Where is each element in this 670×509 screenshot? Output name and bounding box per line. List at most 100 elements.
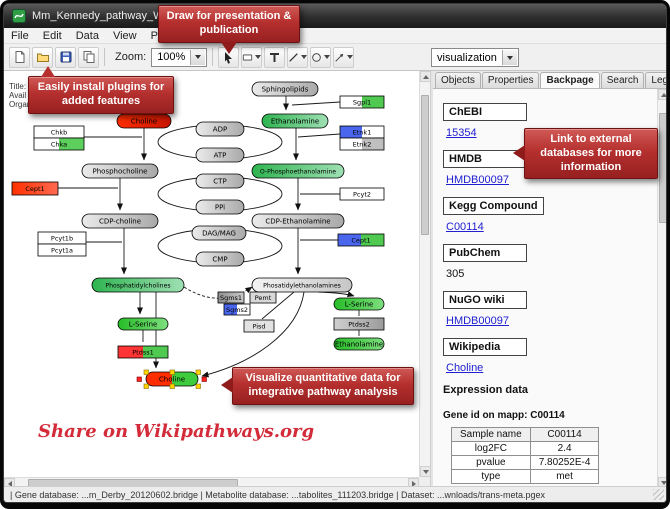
pathway-node-pcyt1a[interactable]: Pcyt1a — [37, 243, 87, 257]
pathway-drawing[interactable]: SphingolipidsSgpl1CholineChkbChkaADPEtha… — [4, 76, 420, 406]
pathway-node-ethanolamine[interactable]: Ethanolamine — [261, 113, 329, 129]
section-header-kegg: Kegg Compound — [443, 197, 544, 215]
visualization-combobox[interactable]: visualization — [431, 48, 519, 67]
svg-text:Etnk2: Etnk2 — [353, 140, 372, 148]
section-header-chebi: ChEBI — [443, 103, 527, 121]
menubar: File Edit Data View Plugins Help — [4, 28, 666, 44]
pathway-node-etnk1[interactable]: Etnk1 — [339, 125, 385, 139]
svg-text:Choline: Choline — [131, 117, 157, 125]
pathway-edge[interactable] — [297, 133, 341, 138]
sidebar-vertical-scrollbar[interactable] — [657, 89, 666, 488]
table-cell: 7.80252E-4 — [529, 455, 600, 470]
chebi-id-link[interactable]: 15354 — [446, 127, 477, 139]
datanode-tool-button[interactable] — [241, 46, 263, 68]
pathway-node-cept1[interactable]: Cept1 — [11, 181, 59, 196]
save-button[interactable] — [55, 46, 76, 68]
copy-icon — [83, 51, 94, 63]
svg-text:CDP-Ethanolamine: CDP-Ethanolamine — [265, 217, 330, 225]
pathway-node-atp[interactable]: ATP — [195, 147, 245, 163]
pathway-node-ptdss2[interactable]: Ptdss2 — [333, 317, 385, 331]
pubchem-id-value: 305 — [446, 268, 465, 280]
pathway-node-chka[interactable]: Chka — [33, 137, 85, 151]
tab-objects[interactable]: Objects — [435, 72, 481, 88]
svg-text:L-Serine: L-Serine — [345, 300, 374, 308]
scroll-up-icon[interactable] — [658, 89, 666, 100]
pathway-edge[interactable] — [261, 291, 295, 320]
svg-text:CTP: CTP — [213, 177, 226, 185]
pathway-node-adp[interactable]: ADP — [195, 121, 245, 137]
zoom-label: Zoom: — [115, 51, 147, 63]
pathway-node-l-serine[interactable]: L-Serine — [117, 317, 169, 331]
resize-grip[interactable] — [653, 489, 664, 500]
menu-view[interactable]: View — [112, 29, 137, 42]
pathway-node-phosatidylethanolamines[interactable]: Phosatidylethanolamines — [251, 277, 353, 293]
pathway-edge[interactable] — [201, 291, 305, 378]
pathway-node-ctp[interactable]: CTP — [195, 173, 245, 189]
pathway-infobox: Title: Avail Organ — [9, 82, 31, 109]
pathway-node-cept1[interactable]: Cept1 — [337, 233, 385, 247]
backpage-section-hmdb: HMDB HMDB00097 — [443, 149, 649, 187]
tab-search[interactable]: Search — [600, 72, 645, 88]
pathway-edge[interactable] — [317, 291, 355, 298]
titlebar[interactable]: Mm_Kennedy_pathway_WP1771_45176.gpml — [4, 4, 666, 28]
pathway-node-dag-mag[interactable]: DAG/MAG — [191, 225, 247, 241]
line-tool-button[interactable] — [287, 46, 309, 68]
pathway-node-pemt[interactable]: Pemt — [249, 291, 277, 304]
pathway-node-pcyt1b[interactable]: Pcyt1b — [37, 231, 87, 245]
pathway-node-l-serine[interactable]: L-Serine — [333, 297, 385, 311]
nugo-id-link[interactable]: HMDB00097 — [446, 315, 509, 327]
tab-legend[interactable]: Legend — [645, 72, 666, 88]
pathway-node-chkb[interactable]: Chkb — [33, 125, 85, 139]
label-tool-button[interactable] — [264, 46, 286, 68]
pathway-node-o-phosphoethanolamine[interactable]: O-Phosphoethanolamine — [251, 163, 345, 179]
backpage-section-wikipedia: Wikipedia Choline — [443, 337, 649, 375]
pathway-node-choline[interactable]: Choline — [116, 113, 172, 129]
backpage-section-pubchem: PubChem 305 — [443, 243, 649, 281]
scrollbar-thumb[interactable] — [421, 95, 429, 235]
pathway-node-phosphatidylcholines[interactable]: Phosphatidylcholines — [91, 277, 185, 293]
pathway-node-pisd[interactable]: Pisd — [243, 319, 275, 333]
wikipedia-link[interactable]: Choline — [446, 362, 484, 374]
pathway-node-sphingolipids[interactable]: Sphingolipids — [251, 81, 319, 97]
canvas-vertical-scrollbar[interactable] — [419, 71, 431, 477]
chevron-down-icon[interactable] — [502, 50, 517, 65]
tab-properties[interactable]: Properties — [481, 72, 540, 88]
pathway-node-ptdss1[interactable]: Ptdss1 — [117, 345, 169, 359]
pathway-node-sgpl1[interactable]: Sgpl1 — [339, 95, 385, 109]
pathway-node-phosphocholine[interactable]: Phosphocholine — [81, 163, 159, 179]
pathway-node-pcyt2[interactable]: Pcyt2 — [339, 187, 385, 201]
menu-data[interactable]: Data — [75, 29, 99, 42]
svg-text:Ethanolamine: Ethanolamine — [335, 340, 383, 348]
copy-button[interactable] — [78, 46, 99, 68]
pathway-node-choline[interactable]: Choline — [136, 369, 207, 389]
pathway-node-sgms2[interactable]: Sgms2 — [223, 303, 251, 316]
menu-file[interactable]: File — [11, 29, 29, 42]
hmdb-id-link[interactable]: HMDB00097 — [446, 174, 509, 186]
splitter-sash[interactable] — [430, 71, 433, 488]
pathway-node-cdp-ethanolamine[interactable]: CDP-Ethanolamine — [251, 213, 345, 229]
svg-text:CMP: CMP — [212, 255, 227, 263]
svg-text:ADP: ADP — [213, 125, 227, 133]
svg-text:Pcyt1a: Pcyt1a — [51, 246, 73, 254]
pathway-node-ppi[interactable]: PPi — [195, 199, 245, 215]
tab-backpage[interactable]: Backpage — [540, 72, 600, 88]
chevron-down-icon[interactable] — [190, 49, 206, 65]
pathway-node-sgms1[interactable]: Sgms1 — [217, 291, 245, 304]
pathway-node-cmp[interactable]: CMP — [195, 251, 245, 267]
new-button[interactable] — [9, 46, 30, 68]
toolbar-separator — [104, 48, 105, 66]
open-button[interactable] — [32, 46, 53, 68]
arrow-connector-icon — [335, 53, 344, 62]
callout-install-plugins: Easily install plugins for added feature… — [28, 66, 174, 114]
shape-tool-button[interactable] — [310, 46, 332, 68]
pathway-node-ethanolamine[interactable]: Ethanolamine — [333, 337, 385, 351]
scrollbar-thumb[interactable] — [659, 113, 666, 223]
connector-tool-button[interactable] — [333, 46, 355, 68]
pathway-edge[interactable] — [291, 101, 341, 106]
pathway-node-etnk2[interactable]: Etnk2 — [339, 137, 385, 151]
kegg-id-link[interactable]: C00114 — [446, 221, 484, 233]
zoom-combobox[interactable]: 100% — [151, 47, 208, 67]
pathway-node-cdp-choline[interactable]: CDP-choline — [81, 213, 159, 229]
menu-edit[interactable]: Edit — [42, 29, 62, 42]
